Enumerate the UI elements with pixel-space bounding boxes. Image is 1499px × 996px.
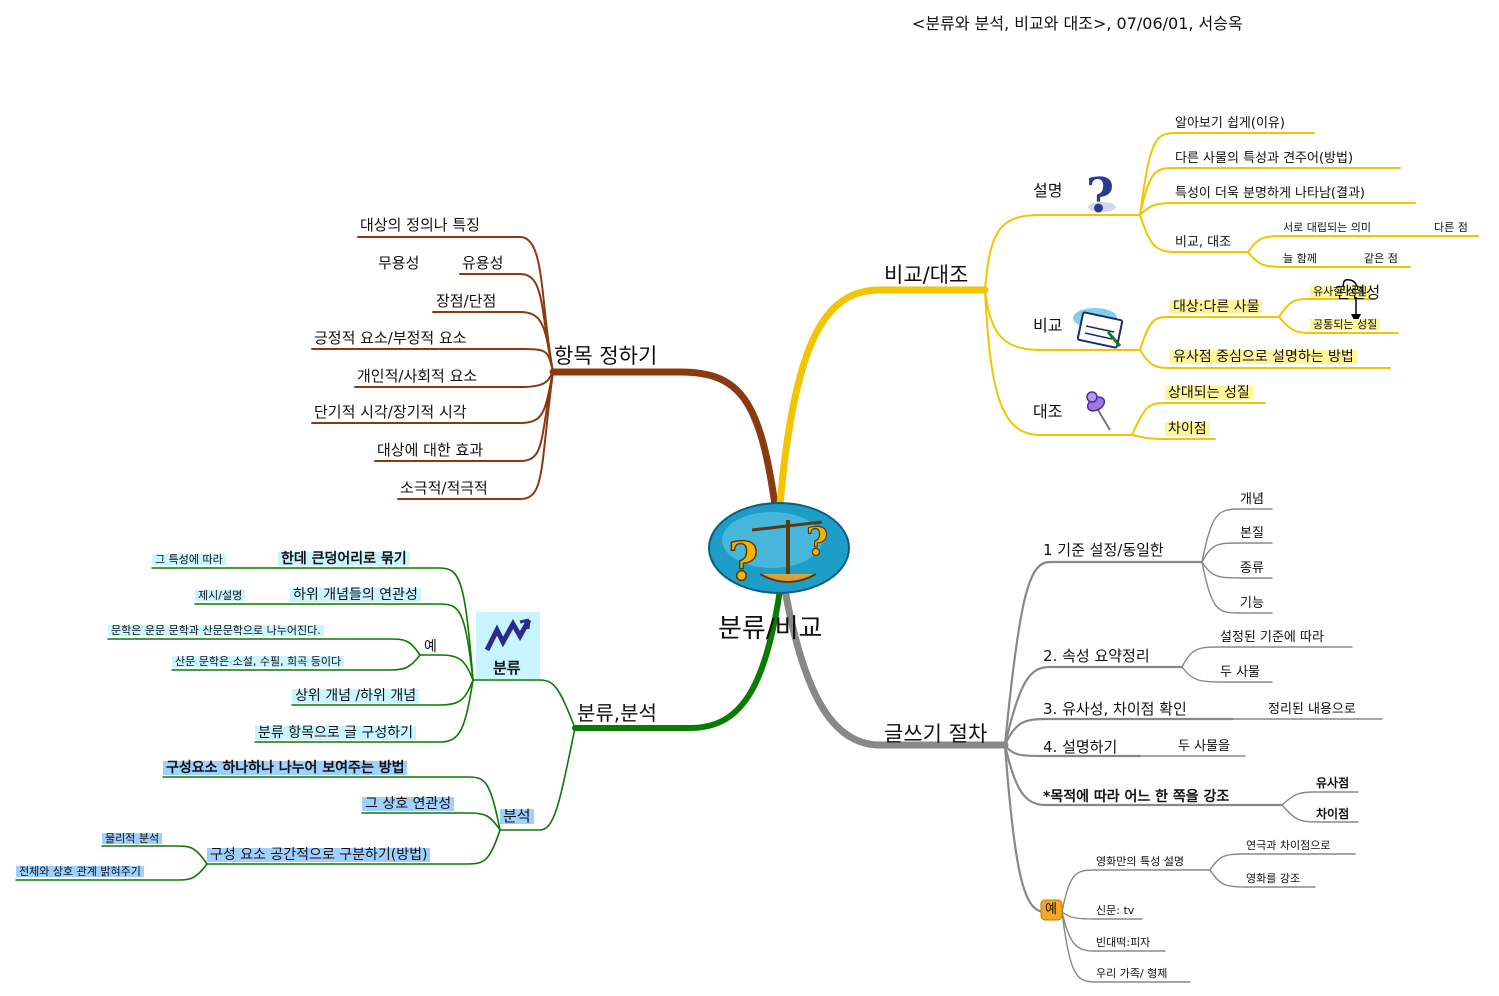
explain-child[interactable]: 다른 사물의 특성과 견주어(방법) xyxy=(1175,151,1354,166)
writing-step[interactable]: 3. 유사성, 차이점 확인 xyxy=(1043,700,1187,718)
writing-step1-child[interactable]: 본질 xyxy=(1240,526,1264,541)
writing-step3-child[interactable]: 정리된 내용으로 xyxy=(1268,702,1356,717)
items-child[interactable]: 장점/단점 xyxy=(436,292,497,310)
link-items xyxy=(549,368,779,509)
svg-text:?: ? xyxy=(1086,168,1114,224)
writing-step[interactable]: 2. 속성 요약정리 xyxy=(1043,647,1150,665)
writing-example-other[interactable]: 우리 가족/ 형제 xyxy=(1096,967,1168,980)
writing-example-other[interactable]: 빈대떡:피자 xyxy=(1096,936,1151,949)
classify-example-item[interactable]: 문학은 운문 문학과 산문문학으로 나누어진다. xyxy=(108,625,324,636)
compare-branch-label[interactable]: 비교/대조 xyxy=(884,263,969,287)
writing-purpose[interactable]: *목적에 따라 어느 한 쪽을 강조 xyxy=(1043,789,1230,805)
analyze-sub-child[interactable]: 물리적 분석 xyxy=(102,833,163,844)
writing-purpose-child[interactable]: 차이점 xyxy=(1316,807,1350,821)
writing-purpose-child[interactable]: 유사점 xyxy=(1316,776,1350,790)
compare-object[interactable]: 대상:다른 사물 xyxy=(1170,300,1263,314)
explain-child[interactable]: 특성이 더욱 분명하게 나타남(결과) xyxy=(1175,186,1365,201)
compare-method[interactable]: 유사점 중심으로 설명하는 방법 xyxy=(1170,350,1357,364)
writing-example-movie-child[interactable]: 영화를 강조 xyxy=(1246,872,1301,885)
branch-lines xyxy=(15,132,1479,983)
analyze-child[interactable]: 구성요소 하나하나 나누어 보여주는 방법 xyxy=(163,761,408,775)
compare-node[interactable]: 비교 xyxy=(1033,316,1063,335)
writing-step1-child[interactable]: 기능 xyxy=(1240,596,1264,611)
link-compare xyxy=(776,286,989,509)
writing-example-other[interactable]: 신문: tv xyxy=(1096,904,1135,917)
classify-branch-label[interactable]: 분류,분석 xyxy=(577,701,657,725)
writing-step1-child[interactable]: 종류 xyxy=(1240,561,1264,576)
writing-step2-child[interactable]: 두 사물 xyxy=(1220,665,1261,680)
question-mark-icon: ? xyxy=(1086,168,1116,224)
compare-object-child[interactable]: 유사한 성질 xyxy=(1310,286,1371,297)
central-node-label[interactable]: 분류/비교 xyxy=(718,614,823,644)
explain-sub-child[interactable]: 늘 함께 xyxy=(1283,252,1317,265)
analyze-child[interactable]: 그 상호 연관성 xyxy=(362,797,455,811)
book-notes-icon xyxy=(1073,308,1124,349)
classify-example[interactable]: 예 xyxy=(424,639,437,655)
items-child[interactable]: 대상에 대한 효과 xyxy=(377,441,484,459)
analyze-sub-child[interactable]: 전체와 상호 관계 밝혀주기 xyxy=(16,866,144,877)
classify-node[interactable]: 분류 xyxy=(493,659,521,677)
writing-step4-child[interactable]: 두 사물을 xyxy=(1178,739,1230,754)
items-child[interactable]: 대상의 정의나 특징 xyxy=(360,216,480,234)
svg-text:?: ? xyxy=(806,519,828,564)
explain-sub-child[interactable]: 같은 점 xyxy=(1364,252,1398,265)
writing-example-movie[interactable]: 영화만의 특성 설명 xyxy=(1096,855,1184,868)
items-child[interactable]: 개인적/사회적 요소 xyxy=(357,367,478,385)
items-child[interactable]: 유용성 xyxy=(462,254,504,272)
classify-group[interactable]: 한데 큰덩어리로 묶기 xyxy=(278,552,410,566)
explain-sub-child[interactable]: 다른 점 xyxy=(1434,221,1468,234)
writing-branch-label[interactable]: 글쓰기 절차 xyxy=(884,722,988,746)
classify-example-item[interactable]: 산문 문학은 소설, 수필, 희곡 등이다 xyxy=(172,656,345,667)
explain-child[interactable]: 알아보기 쉽게(이유) xyxy=(1175,116,1285,131)
example-badge xyxy=(1040,899,1063,921)
svg-text:?: ? xyxy=(728,532,758,593)
writing-step2-child[interactable]: 설정된 기준에 따라 xyxy=(1220,630,1324,645)
writing-step[interactable]: 4. 설명하기 xyxy=(1043,738,1118,756)
analyze-child[interactable]: 구성 요소 공간적으로 구분하기(방법) xyxy=(207,848,431,862)
writing-step[interactable]: 1 기준 설정/동일한 xyxy=(1043,541,1164,559)
chart-arrow-icon xyxy=(476,612,540,679)
contrast-node[interactable]: 대조 xyxy=(1033,402,1063,421)
scales-question-icon: ? ? xyxy=(708,502,850,594)
items-child[interactable]: 긍정적 요소/부정적 요소 xyxy=(314,329,467,347)
writing-step1-child[interactable]: 개념 xyxy=(1240,492,1264,507)
pushpin-icon xyxy=(1086,391,1111,431)
items-child[interactable]: 단기적 시각/장기적 시각 xyxy=(314,403,467,421)
link-writing xyxy=(781,586,1009,749)
explain-sub-node[interactable]: 비교, 대조 xyxy=(1175,235,1232,250)
header-title: <분류와 분석, 비교와 대조>, 07/06/01, 서승옥 xyxy=(912,14,1243,33)
items-child[interactable]: 소극적/적극적 xyxy=(400,479,488,497)
classify-group-note[interactable]: 그 특성에 따라 xyxy=(152,554,226,565)
classify-compose[interactable]: 분류 항목으로 글 구성하기 xyxy=(255,726,417,740)
analyze-node[interactable]: 분석 xyxy=(500,809,534,824)
classify-concept[interactable]: 상위 개념 /하위 개념 xyxy=(292,689,420,703)
compare-object-child[interactable]: 공통되는 성질 xyxy=(1310,319,1381,330)
writing-example-movie-child[interactable]: 연극과 차이점으로 xyxy=(1246,839,1331,852)
writing-example[interactable]: 예 xyxy=(1045,902,1057,917)
explain-node[interactable]: 설명 xyxy=(1033,181,1063,200)
compare-relation[interactable]: 관련성 xyxy=(1336,283,1381,302)
contrast-child[interactable]: 상대되는 성질 xyxy=(1165,386,1253,400)
items-child[interactable]: 무용성 xyxy=(378,254,420,272)
contrast-child[interactable]: 차이점 xyxy=(1165,422,1210,436)
classify-relation[interactable]: 하위 개념들의 연관성 xyxy=(290,588,421,602)
items-branch-label[interactable]: 항목 정하기 xyxy=(554,344,658,368)
classify-relation-note[interactable]: 제시/설명 xyxy=(195,590,246,601)
explain-sub-child[interactable]: 서로 대립되는 의미 xyxy=(1283,221,1371,234)
link-classify xyxy=(572,587,783,731)
